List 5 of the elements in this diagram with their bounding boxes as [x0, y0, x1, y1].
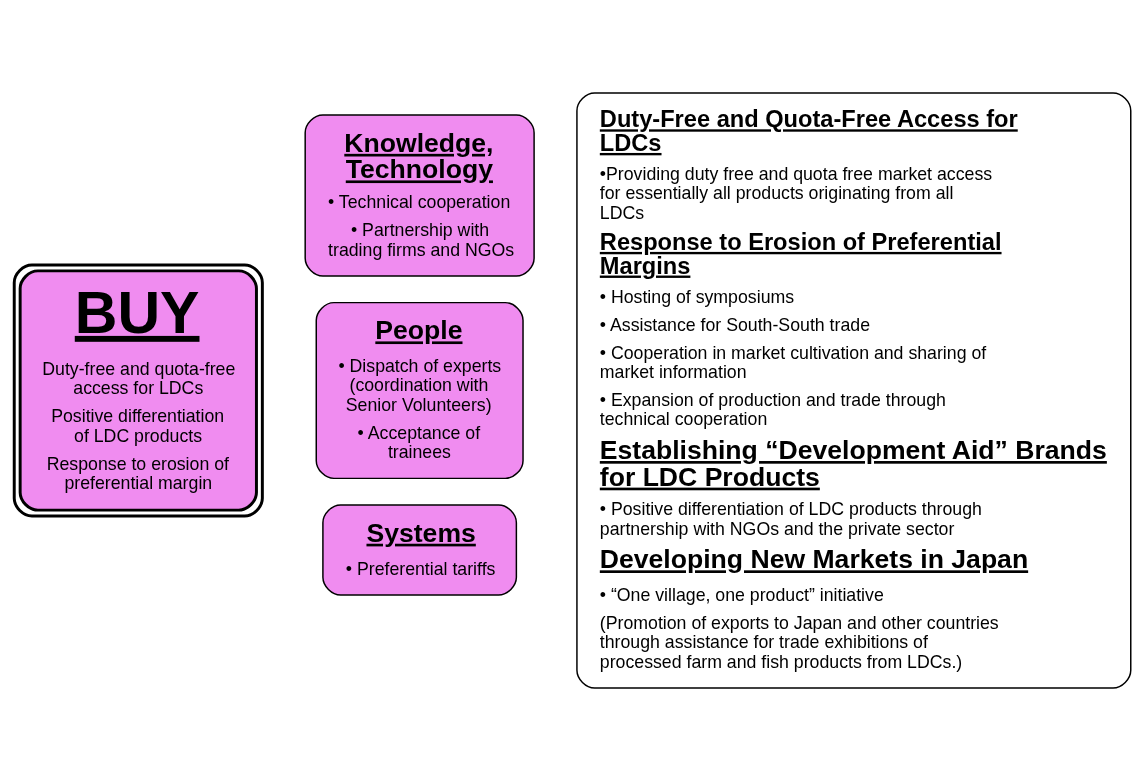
node-box: Knowledge, Technology • Technical cooperation • Partnership with trading firms and NGOs: [304, 113, 535, 277]
node-box: People • Dispatch of experts (coordination with Senior Volunteers) • Acceptance of trainees: [315, 301, 524, 479]
node-box: Duty-Free and Quota-Free Access for LDCs •Providing duty free and quota free market access for essentially all products originating from all LDCs Response to Erosion of Preferential Margins • Hosting of symposiums • Assistance for South-South trade • Cooperation in market cultivation and sharing of market information • Expansion of production and trade through technical cooperation Establishing “Development Aid” Brands for LDC Products • Positive differentiation of LDC products through partnership with NGOs and the private sector Developing New Markets in Japan • “One village, one product” initiative (Promotion of exports to Japan and other countries through assistance for trade exhibitions of processed farm and fish products from LDCs.): [576, 91, 1132, 689]
node-box: BUY Duty-free and quota-free access for LDCs Positive differentiation of LDC products Response to erosion of preferential margin: [12, 263, 264, 517]
node-box: Systems • Preferential tariffs: [322, 503, 518, 596]
